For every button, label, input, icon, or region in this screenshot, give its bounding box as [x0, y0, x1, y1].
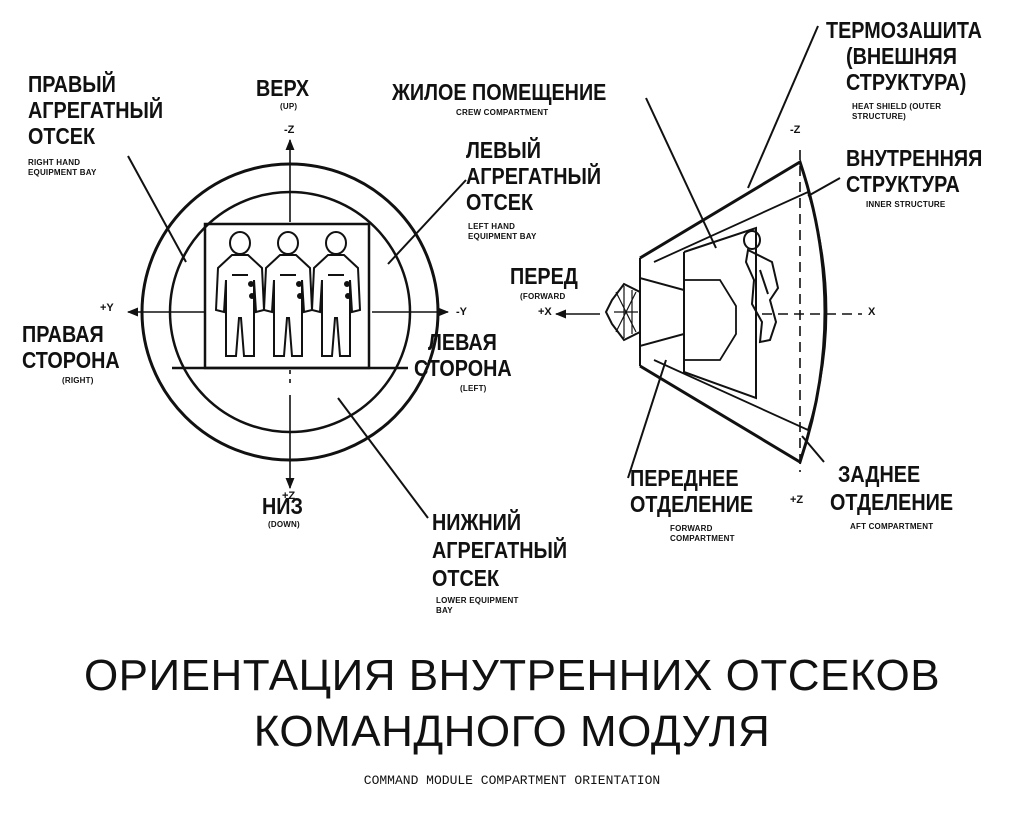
leader-inner-structure: [808, 178, 840, 196]
docking-probe: [606, 284, 640, 340]
heat-shield-label-1: ТЕРМОЗАШИТА: [826, 17, 982, 43]
right-bay-en-1: RIGHT HAND: [28, 158, 81, 167]
left-side-label-2: СТОРОНА: [414, 355, 512, 381]
inner-structure-label-1: ВНУТРЕННЯЯ: [846, 145, 983, 171]
forward-en: (FORWARD: [520, 292, 566, 301]
axis-minus-z-right: -Z: [790, 124, 801, 136]
forward-compartment-label-2: ОТДЕЛЕНИЕ: [630, 491, 754, 517]
right-bay-label-1: ПРАВЫЙ: [28, 71, 116, 97]
left-bay-label-3: ОТСЕК: [466, 189, 534, 215]
leader-forward-compartment: [628, 360, 666, 478]
lower-bay-en-1: LOWER EQUIPMENT: [436, 596, 519, 605]
left-bay-en-1: LEFT HAND: [468, 222, 516, 231]
leader-aft-compartment: [802, 436, 824, 462]
up-en: (UP): [280, 102, 298, 111]
axis-plus-z-left: +Z: [282, 490, 296, 502]
inner-frame: [684, 280, 736, 360]
title-line-1: ОРИЕНТАЦИЯ ВНУТРЕННИХ ОТСЕКОВ: [83, 651, 941, 700]
forward-compartment-label-1: ПЕРЕДНЕЕ: [630, 465, 739, 491]
axis-x: X: [868, 306, 876, 318]
axis-plus-z-right: +Z: [790, 494, 804, 506]
leader-crew: [646, 98, 716, 248]
forward-tunnel: [640, 278, 684, 346]
reclining-astronaut: [744, 231, 778, 342]
aft-compartment-label-2: ОТДЕЛЕНИЕ: [830, 489, 954, 515]
left-bay-label-2: АГРЕГАТНЫЙ: [466, 163, 602, 189]
right-bay-label-2: АГРЕГАТНЫЙ: [28, 97, 164, 123]
lower-bay-label-1: НИЖНИЙ: [432, 509, 522, 535]
lower-bay-label-3: ОТСЕК: [432, 565, 500, 591]
inner-structure-label-2: СТРУКТУРА: [846, 171, 960, 197]
heat-shield-inner: [654, 192, 827, 430]
crew-compartment-label: ЖИЛОЕ ПОМЕЩЕНИЕ: [392, 79, 607, 105]
astronaut-figures: [216, 231, 361, 357]
left-side-label-1: ЛЕВАЯ: [428, 329, 497, 355]
forward-compartment-en-1: FORWARD: [670, 524, 713, 533]
right-bay-label-3: ОТСЕК: [28, 123, 96, 149]
heat-shield-en-2: STRUCTURE): [852, 112, 906, 121]
cross-section-leaders: [128, 156, 466, 518]
cross-section-axes: [126, 138, 450, 490]
aft-compartment-en: AFT COMPARTMENT: [850, 522, 934, 531]
left-side-en: (LEFT): [460, 384, 487, 393]
leader-right-bay: [128, 156, 186, 262]
crew-compartment-outline: [684, 228, 756, 398]
aft-compartment-label-1: ЗАДНЕЕ: [838, 461, 921, 487]
forward-compartment-en-2: COMPARTMENT: [670, 534, 735, 543]
lower-bay-label-2: АГРЕГАТНЫЙ: [432, 537, 568, 563]
forward-label: ПЕРЕД: [510, 263, 578, 289]
crew-compartment-en: CREW COMPARTMENT: [456, 108, 549, 117]
inner-structure-en: INNER STRUCTURE: [866, 200, 946, 209]
astronaut-figure: [216, 232, 264, 356]
heat-shield-outer: [640, 162, 825, 462]
side-view-axes: [554, 150, 862, 472]
leader-heat-shield: [748, 26, 818, 188]
axis-minus-z-left: -Z: [284, 124, 295, 136]
heat-shield-label-3: СТРУКТУРА): [846, 69, 967, 95]
side-view-leaders: [628, 26, 840, 478]
title-english: COMMAND MODULE COMPARTMENT ORIENTATION: [363, 773, 661, 788]
heat-shield-en-1: HEAT SHIELD (OUTER: [852, 102, 942, 111]
down-en: (DOWN): [268, 520, 300, 529]
right-side-en: (RIGHT): [62, 376, 94, 385]
right-bay-en-2: EQUIPMENT BAY: [28, 168, 97, 177]
right-side-label-1: ПРАВАЯ: [22, 321, 104, 347]
lower-bay-en-2: BAY: [436, 606, 453, 615]
down-label: НИЗ: [262, 493, 303, 519]
heat-shield-label-2: (ВНЕШНЯЯ: [846, 43, 957, 69]
title-line-2: КОМАНДНОГО МОДУЛЯ: [253, 707, 771, 756]
leader-lower-bay: [338, 398, 428, 518]
up-label: ВЕРХ: [256, 75, 310, 101]
side-view-detail: [614, 286, 638, 338]
axis-plus-x: +X: [538, 306, 552, 318]
axis-plus-y: +Y: [100, 302, 114, 314]
side-view: [606, 162, 827, 462]
left-bay-en-2: EQUIPMENT BAY: [468, 232, 537, 241]
axis-minus-y: -Y: [456, 306, 467, 318]
left-bay-label-1: ЛЕВЫЙ: [466, 137, 541, 163]
right-side-label-2: СТОРОНА: [22, 347, 120, 373]
leader-left-bay: [388, 180, 466, 264]
